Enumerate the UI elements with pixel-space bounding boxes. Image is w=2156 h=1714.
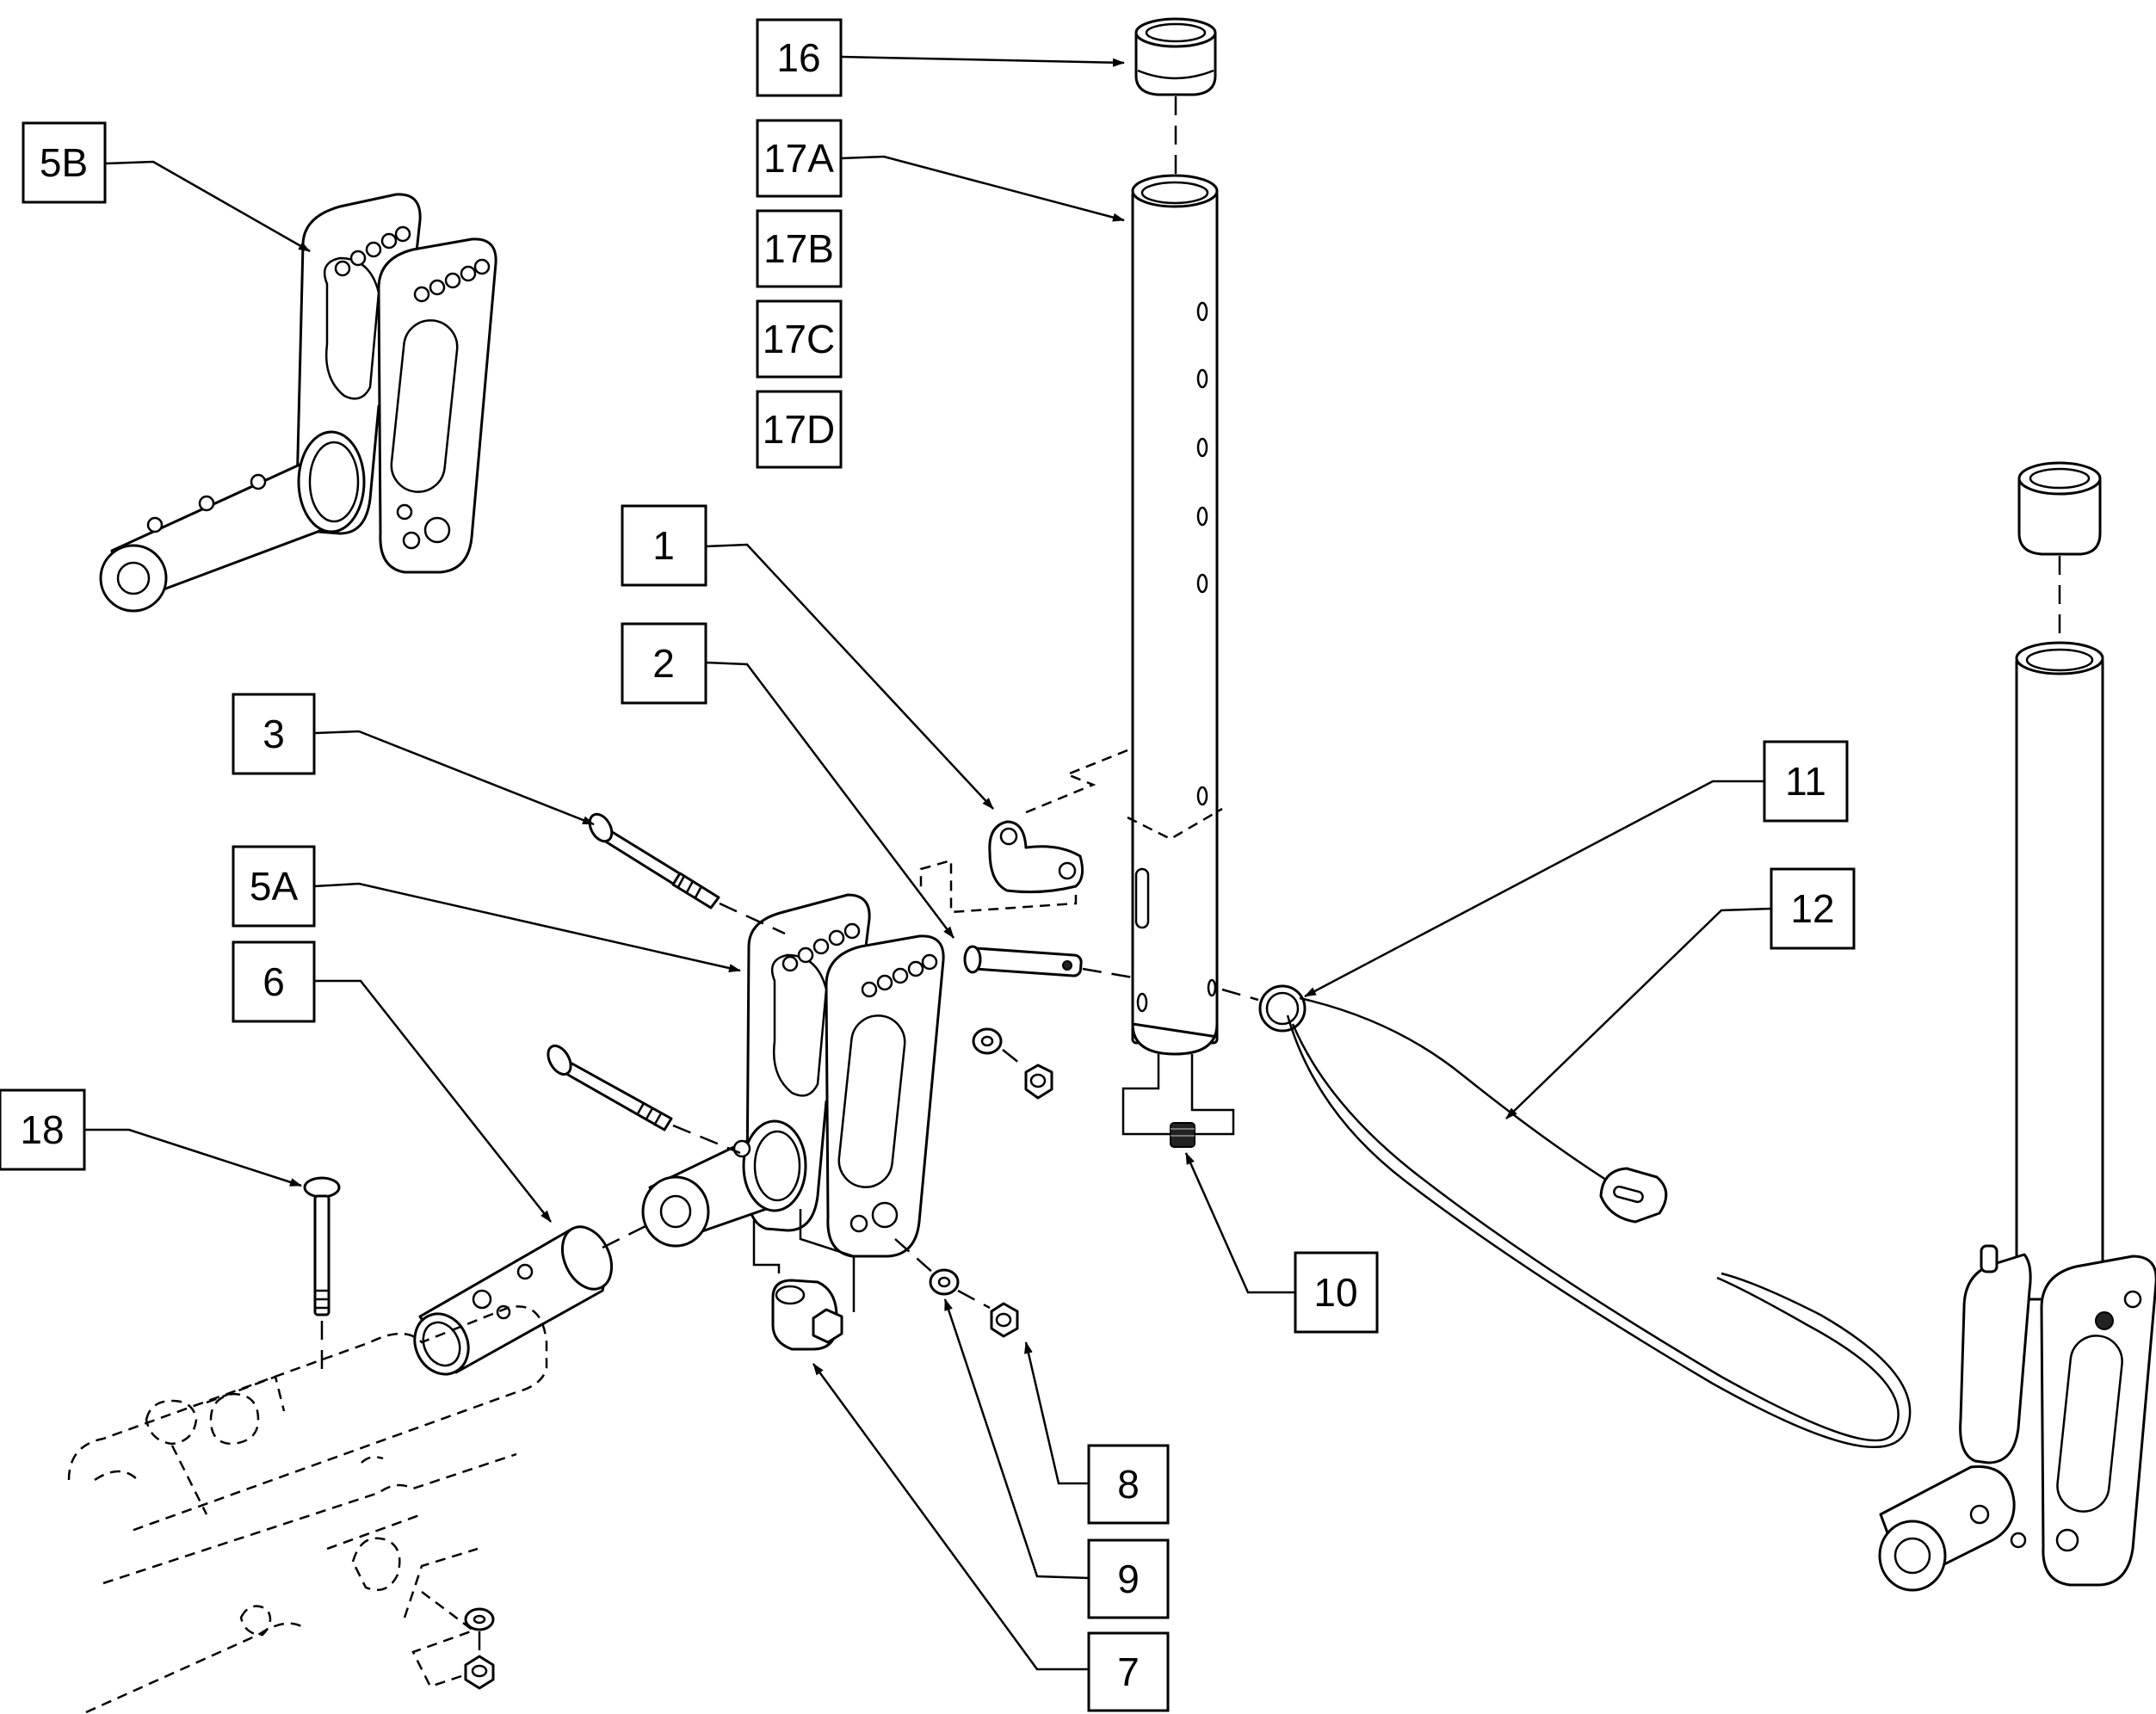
sleeve-axis <box>602 1220 655 1249</box>
bolt-axis-lower-2 <box>957 1289 991 1310</box>
leg-mount-right <box>1878 1244 2156 1592</box>
clamp-1 <box>988 820 1084 894</box>
callout-2: 2 <box>621 622 707 705</box>
callout-2-text: 2 <box>652 641 675 686</box>
bolt-3-axis <box>719 902 786 935</box>
callout-6: 6 <box>232 940 316 1023</box>
callout-17a: 17A <box>756 119 843 198</box>
washer-frame <box>464 1607 495 1631</box>
nut-8 <box>990 1302 1019 1338</box>
callout-8-text: 8 <box>1117 1462 1140 1507</box>
nut-upper <box>1024 1064 1053 1100</box>
bolt-axis-lower <box>894 1238 935 1274</box>
cap-right <box>2017 461 2102 556</box>
leg-tube-right <box>2015 641 2104 1301</box>
callout-3: 3 <box>232 693 316 775</box>
callout-5a-text: 5A <box>250 864 299 909</box>
callout-18-text: 18 <box>20 1107 64 1152</box>
stop-locator-outline <box>752 1209 856 1312</box>
callout-17b: 17B <box>756 209 843 288</box>
callout-9-text: 9 <box>1117 1557 1140 1601</box>
callout-17d: 17D <box>756 390 843 469</box>
callout-9: 9 <box>1087 1538 1170 1619</box>
callout-5a: 5A <box>232 845 316 928</box>
callout-1: 1 <box>621 504 707 587</box>
end-cap-16 <box>1134 17 1217 96</box>
bolt-lower <box>547 1044 673 1131</box>
callout-6-text: 6 <box>263 959 285 1004</box>
callout-10-text: 10 <box>1313 1270 1357 1315</box>
callout-17b-text: 17B <box>763 226 834 271</box>
leg-mount-5a <box>641 893 945 1258</box>
callout-17a-text: 17A <box>763 136 834 181</box>
callout-18: 18 <box>0 1088 86 1171</box>
callout-3-text: 3 <box>263 712 285 756</box>
pin-axis-line <box>1082 967 1134 979</box>
callout-16-text: 16 <box>776 35 820 80</box>
leg-tube-17 <box>1131 174 1219 1056</box>
washer-upper <box>972 1027 1003 1055</box>
callout-17d-text: 17D <box>763 407 835 452</box>
nut-frame <box>464 1655 495 1690</box>
split-ring-11 <box>1258 984 1307 1033</box>
leader-lines <box>84 55 1772 1671</box>
callout-11: 11 <box>1763 740 1849 823</box>
callout-16: 16 <box>756 18 843 97</box>
sleeve-6 <box>413 1225 614 1376</box>
stop-7 <box>771 1279 843 1351</box>
bolt-axis-upper <box>1002 1049 1025 1068</box>
callout-12: 12 <box>1770 867 1856 950</box>
callout-5b-text: 5B <box>40 140 88 185</box>
bolt-18 <box>303 1176 341 1316</box>
pin-2 <box>963 945 1083 977</box>
callout-11-text: 11 <box>1785 759 1826 804</box>
washer-9 <box>929 1268 960 1296</box>
callout-12-text: 12 <box>1790 886 1834 931</box>
leg-mount-5b <box>99 193 497 613</box>
callout-17c: 17C <box>756 299 843 379</box>
callout-1-text: 1 <box>652 523 675 568</box>
callout-7: 7 <box>1087 1631 1170 1712</box>
callout-10: 10 <box>1294 1251 1379 1334</box>
callout-17c-text: 17C <box>763 317 835 361</box>
ring-axis <box>1221 988 1259 1002</box>
bolt-lower-axis <box>672 1124 741 1155</box>
clamp-locator-outline <box>919 749 1223 914</box>
bolt-3 <box>588 812 720 909</box>
callout-7-text: 7 <box>1117 1649 1140 1694</box>
callout-8: 8 <box>1087 1444 1170 1525</box>
wheelchair-frame-phantom <box>67 1305 548 1714</box>
lanyard-12 <box>1286 996 1912 1449</box>
callout-5b: 5B <box>22 121 107 204</box>
set-screw-10 <box>1170 1122 1195 1148</box>
